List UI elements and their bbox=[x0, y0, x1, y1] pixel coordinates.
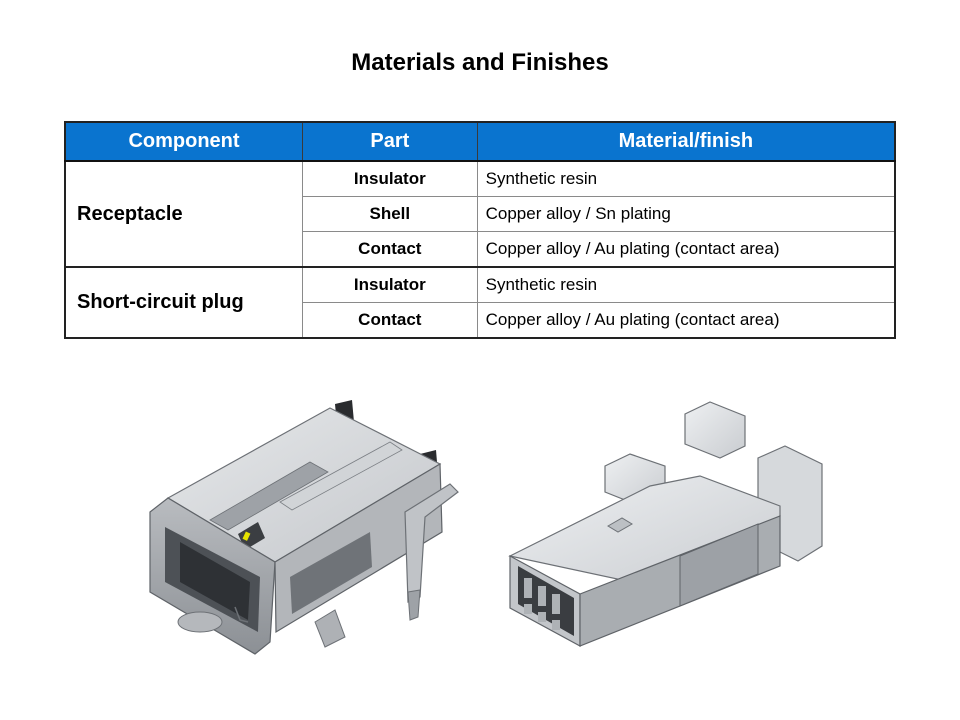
part-cell: Insulator bbox=[302, 160, 478, 197]
header-component: Component bbox=[64, 121, 304, 162]
part-cell: Shell bbox=[302, 196, 478, 232]
material-cell: Synthetic resin bbox=[476, 266, 896, 303]
material-cell: Copper alloy / Au plating (contact area) bbox=[476, 302, 896, 339]
table-row: Shell Copper alloy / Sn plating bbox=[65, 196, 896, 232]
table-row: Contact Copper alloy / Au plating (conta… bbox=[65, 302, 896, 339]
component-cell: Short-circuit plug bbox=[64, 266, 304, 339]
table-row: Contact Copper alloy / Au plating (conta… bbox=[65, 231, 896, 268]
header-material: Material/finish bbox=[476, 121, 896, 162]
part-cell: Contact bbox=[302, 231, 478, 268]
material-cell: Copper alloy / Au plating (contact area) bbox=[476, 231, 896, 268]
material-cell: Synthetic resin bbox=[476, 160, 896, 197]
header-part: Part bbox=[302, 121, 478, 162]
materials-table: Component Part Material/finish Receptacl… bbox=[64, 121, 896, 339]
short-circuit-plug-image bbox=[508, 401, 823, 648]
table-header-row: Component Part Material/finish bbox=[64, 121, 896, 162]
table-row: Short-circuit plug Insulator Synthetic r… bbox=[64, 266, 896, 339]
material-cell: Copper alloy / Sn plating bbox=[476, 196, 896, 232]
part-cell: Contact bbox=[302, 302, 478, 339]
receptacle-connector-image bbox=[149, 400, 459, 655]
component-cell: Receptacle bbox=[64, 160, 304, 268]
page-title: Materials and Finishes bbox=[351, 49, 609, 76]
part-cell: Insulator bbox=[302, 266, 478, 303]
table-row: Receptacle Insulator Synthetic resin bbox=[64, 160, 896, 268]
